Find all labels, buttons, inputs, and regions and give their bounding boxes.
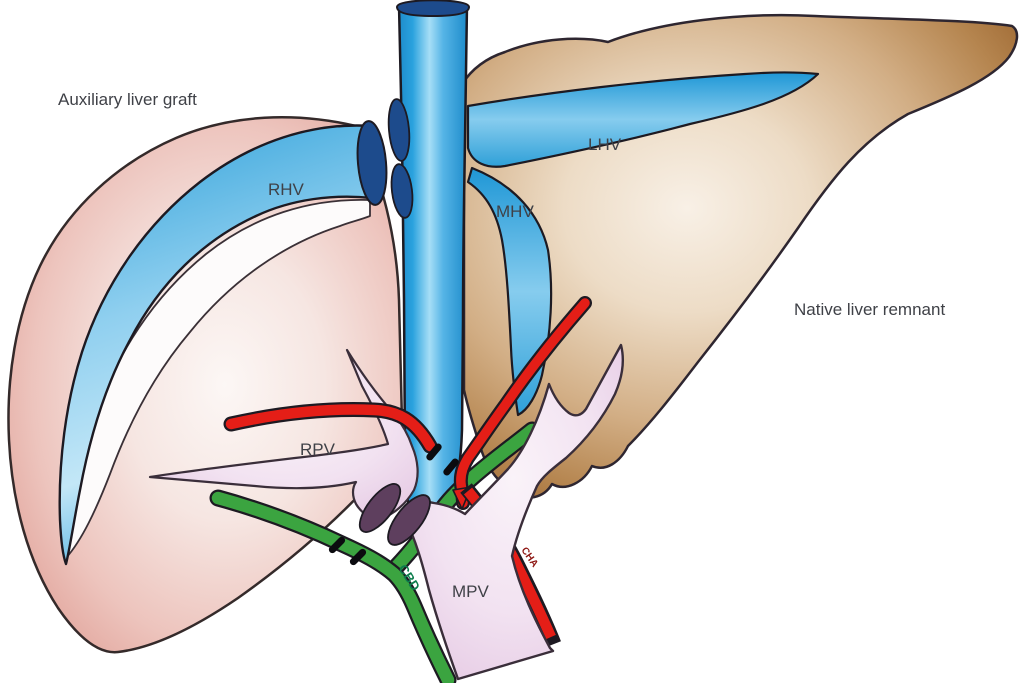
native-liver-label: Native liver remnant — [794, 300, 945, 319]
artery-ligature-mark-2 — [443, 458, 459, 476]
mpv-label: MPV — [452, 582, 490, 601]
lhv-vein — [466, 71, 820, 168]
rpv-branches — [148, 348, 419, 520]
rhv-vessel — [58, 124, 374, 566]
lhv-vessel — [466, 71, 820, 168]
ivc-top-rim — [395, 0, 471, 18]
lhv-label: LHV — [588, 135, 622, 154]
cbd-duct-main — [209, 489, 457, 683]
graft-rhv-stump — [356, 120, 388, 206]
mpv-branch-cut-face — [387, 494, 431, 546]
auxiliary-graft-label: Auxiliary liver graft — [58, 90, 197, 109]
auxiliary-liver-graft — [7, 116, 404, 654]
artery-ligature-mark-1 — [426, 443, 442, 461]
mpv-body — [402, 343, 624, 681]
cbd-ligature-mark-1 — [328, 536, 346, 554]
graft-white-crescent — [65, 198, 371, 559]
artery-graft-fill — [225, 404, 436, 452]
rhv-label: RHV — [268, 180, 305, 199]
mpv-portal-vein — [387, 343, 624, 681]
cbd-ligature-mark-2 — [349, 548, 367, 566]
rpv-cut-face — [358, 483, 402, 533]
ivc-vein — [387, 0, 471, 530]
native-rhv-stump-upper — [387, 98, 411, 162]
rpv-label: RPV — [300, 440, 336, 459]
mhv-vessel — [466, 166, 553, 417]
cbd-main-fill — [211, 491, 455, 683]
mhv-label: MHV — [496, 202, 534, 221]
labels: Auxiliary liver graft Native liver remna… — [58, 90, 945, 601]
native-rhv-stump-lower — [390, 163, 414, 219]
rpv-portal-vein — [148, 348, 419, 533]
mhv-vein — [466, 166, 553, 417]
